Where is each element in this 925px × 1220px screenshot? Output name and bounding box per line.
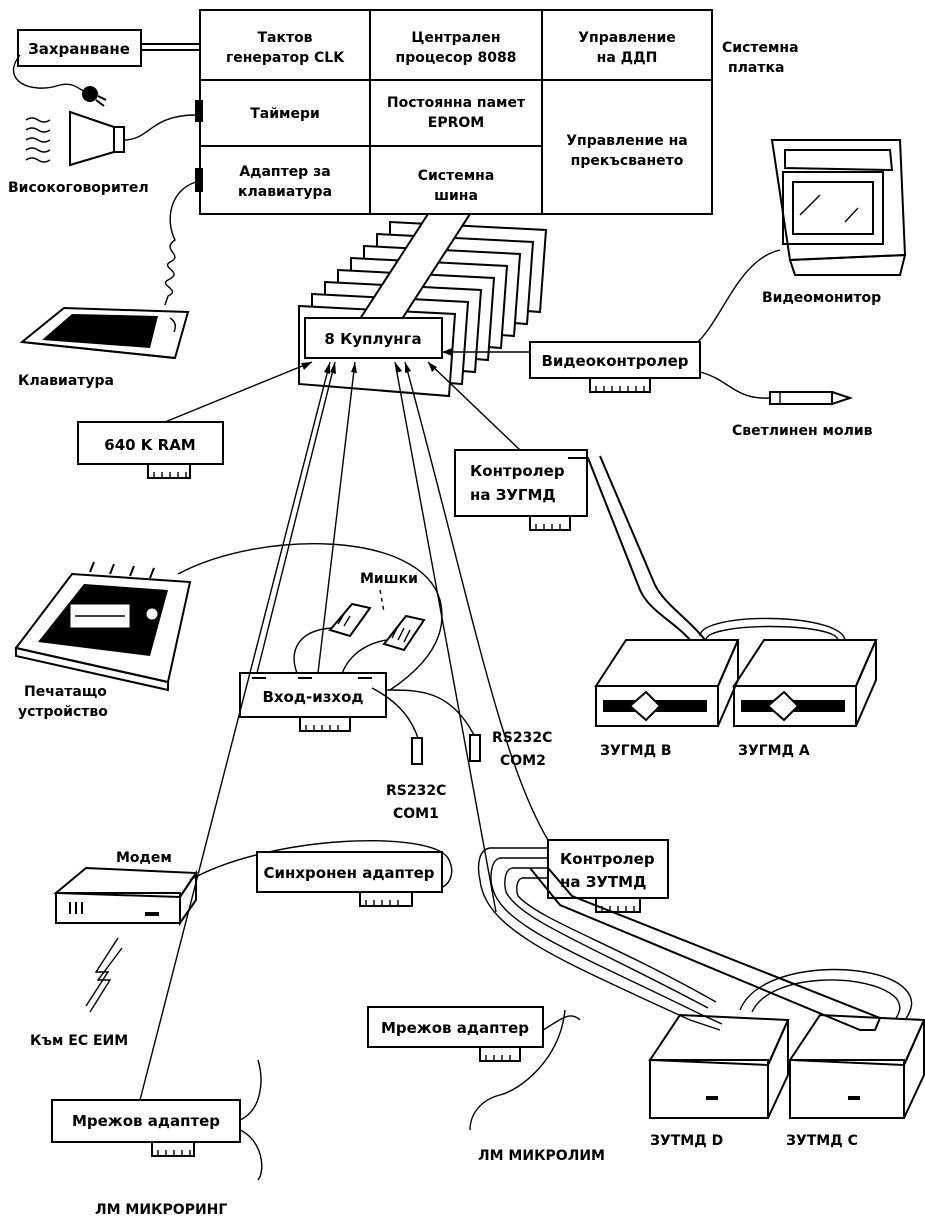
board-cell-eprom: Постоянна памет EPROM — [387, 95, 526, 131]
com1-label-1: RS232C — [386, 783, 446, 799]
svg-text:шина: шина — [434, 188, 478, 204]
system-board-label: Системна платка — [722, 40, 799, 76]
modem-icon — [56, 868, 196, 923]
board-cell-dma: Управление на ДДП — [578, 30, 676, 66]
hdd-controller-label-2: на ЗУТМД — [560, 873, 646, 891]
svg-text:Системна: Системна — [418, 168, 495, 184]
floppy-drive-a-icon — [734, 640, 876, 726]
board-cell-timers: Таймери — [250, 106, 320, 122]
com2-label-1: RS232C — [492, 730, 552, 746]
power-plug-icon — [82, 86, 106, 106]
speaker-cable — [124, 115, 196, 140]
com2-cable — [386, 690, 474, 735]
fdd-a-label: ЗУГМД A — [738, 743, 810, 759]
svg-text:прекъсването: прекъсването — [571, 153, 684, 169]
board-cell-cpu: Централен процесор 8088 — [396, 30, 517, 66]
fdd-controller-label-2: на ЗУГМД — [470, 486, 556, 504]
monitor-icon — [772, 140, 905, 275]
light-pen-cable — [700, 372, 770, 398]
mouse-2-icon — [384, 616, 424, 650]
fdd-controller-edge — [530, 516, 570, 530]
ram-edge — [148, 464, 190, 478]
net-adapter-2-label: Мрежов адаптер — [72, 1112, 220, 1130]
power-cord — [14, 55, 85, 92]
svg-text:процесор 8088: процесор 8088 — [396, 50, 517, 66]
mice-label: Мишки — [360, 571, 418, 587]
modem-label: Модем — [116, 850, 172, 866]
slots-label: 8 Куплунга — [324, 330, 421, 348]
printer-label-1: Печатащо — [24, 684, 107, 700]
svg-text:Управление: Управление — [578, 30, 676, 46]
fdd-ribbon-branch — [700, 618, 845, 640]
svg-text:платка: платка — [728, 60, 784, 76]
sync-adapter-label: Синхронен адаптер — [263, 864, 434, 882]
printer-cable — [178, 544, 442, 690]
board-cell-system-bus: Системна шина — [418, 168, 495, 204]
fdd-controller-label-1: Контролер — [470, 462, 565, 480]
video-controller-label: Видеоконтролер — [541, 352, 688, 370]
svg-text:Постоянна памет: Постоянна памет — [387, 95, 526, 111]
svg-text:клавиатура: клавиатура — [238, 184, 332, 200]
svg-text:генератор CLK: генератор CLK — [226, 50, 345, 66]
lan-mikrolim-label: ЛМ МИКРОЛИМ — [478, 1148, 605, 1164]
board-cell-clock: Тактов генератор CLK — [226, 30, 345, 66]
fdd-ribbon-cable — [568, 456, 705, 640]
svg-text:Адаптер за: Адаптер за — [239, 164, 330, 180]
hdd-c-label: ЗУТМД C — [786, 1133, 858, 1149]
keyboard-icon — [22, 308, 188, 358]
hdd-controller-label-1: Контролер — [560, 850, 655, 868]
svg-text:Централен: Централен — [411, 30, 500, 46]
com1-connector — [412, 738, 422, 764]
printer-icon — [16, 562, 190, 690]
hard-drive-c-icon — [790, 1015, 924, 1118]
com2-connector — [470, 735, 480, 761]
fdd-controller-card — [455, 450, 587, 516]
power-supply-label: Захранване — [28, 40, 130, 58]
io-card-edge — [300, 717, 350, 731]
lan-mikroring-label: ЛМ МИКРОРИНГ — [95, 1202, 227, 1218]
hdd-d-label: ЗУТМД D — [650, 1133, 723, 1149]
net-adapter-1-edge — [480, 1047, 520, 1061]
speaker-icon — [26, 112, 124, 165]
light-pen-icon — [770, 392, 850, 404]
svg-text:Таймери: Таймери — [250, 106, 320, 122]
hdd-controller-edge — [596, 898, 640, 912]
board-cell-interrupts: Управление на прекъсването — [566, 133, 688, 169]
io-label: Вход-изход — [262, 688, 363, 706]
svg-text:EPROM: EPROM — [428, 115, 484, 131]
speaker-connector — [195, 100, 203, 122]
svg-text:на ДДП: на ДДП — [597, 50, 658, 66]
fdd-b-label: ЗУГМД B — [600, 743, 672, 759]
printer-label-2: устройство — [18, 704, 108, 720]
board-cell-keyboard-adapter: Адаптер за клавиатура — [238, 164, 332, 200]
keyboard-label: Клавиатура — [18, 373, 114, 389]
svg-text:Тактов: Тактов — [257, 30, 312, 46]
mouse-1-icon — [330, 604, 370, 636]
ram-link — [165, 362, 312, 422]
net-adapter-1-label: Мрежов адаптер — [381, 1019, 529, 1037]
monitor-label: Видеомонитор — [762, 290, 881, 306]
net-adapter-2-edge — [152, 1142, 194, 1156]
fdd-controller-link — [428, 362, 520, 450]
net-adapter-1-link — [395, 362, 496, 912]
ram-label: 640 K RAM — [104, 436, 195, 454]
lightning-icon — [86, 938, 122, 1012]
floppy-drive-b-icon — [596, 640, 738, 726]
com2-label-2: COM2 — [500, 753, 546, 769]
svg-text:Управление на: Управление на — [566, 133, 688, 149]
light-pen-label: Светлинен молив — [732, 423, 873, 439]
keyboard-connector — [195, 168, 203, 192]
video-controller-edge — [590, 378, 650, 392]
lan-mikroring-cable — [240, 1060, 262, 1180]
to-mainframe-label: Към ЕС ЕИМ — [30, 1033, 128, 1049]
hdd-ribbon-cables — [479, 848, 912, 1030]
hard-drive-d-icon — [650, 1015, 788, 1118]
svg-text:Системна: Системна — [722, 40, 799, 56]
speaker-label: Високоговорител — [8, 180, 149, 196]
sync-adapter-edge — [360, 892, 412, 906]
keyboard-cable — [165, 182, 196, 305]
